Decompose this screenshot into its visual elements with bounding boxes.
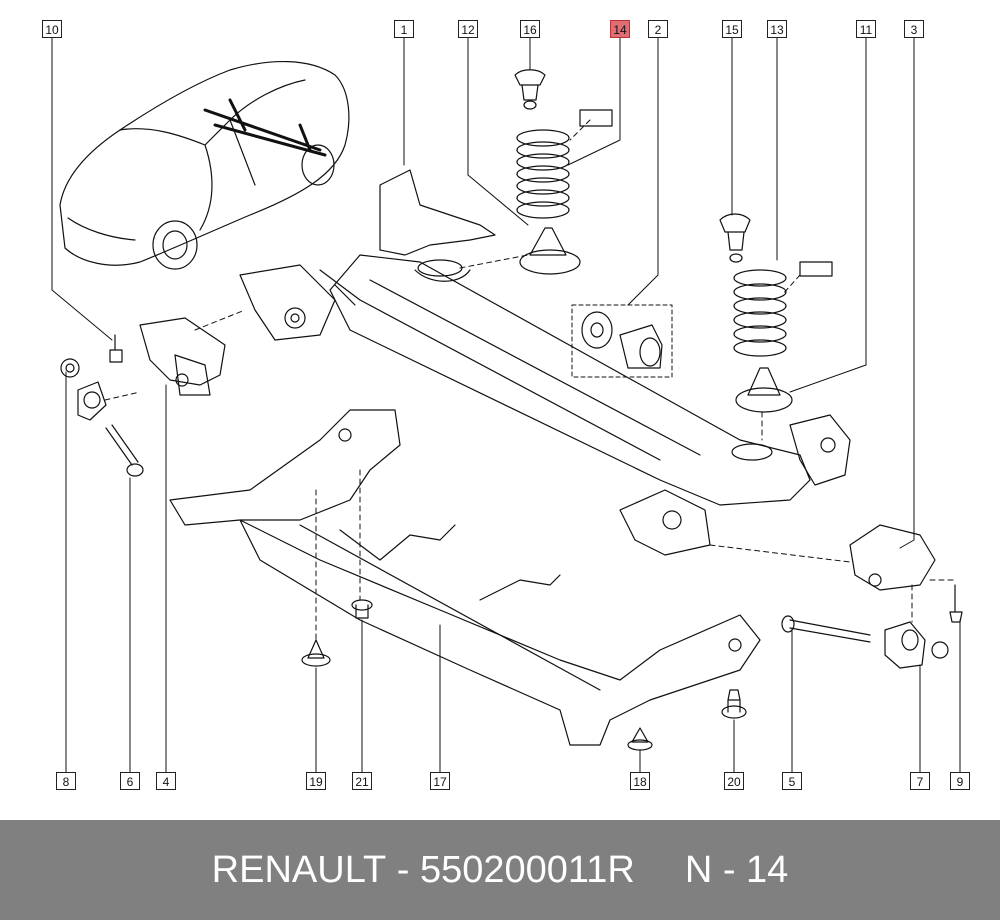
subframe: [169, 409, 761, 746]
rear-axle-beam: [239, 169, 851, 556]
left-spring-assembly: [514, 69, 613, 275]
bushing-set: [571, 304, 673, 378]
left-mount-bracket: [60, 317, 226, 477]
callout-19: 19: [306, 772, 326, 790]
footer-brand: RENAULT: [211, 848, 387, 891]
callout-3: 3: [904, 20, 924, 38]
callout-11: 11: [856, 20, 876, 38]
callout-5: 5: [782, 772, 802, 790]
footer-banner: RENAULT - 550200011R N - 14: [0, 820, 1000, 920]
callout-12: 12: [458, 20, 478, 38]
exploded-view-drawing: [51, 37, 963, 773]
callout-21: 21: [352, 772, 372, 790]
footer-ref-prefix: N -: [684, 848, 747, 891]
car-silhouette: [59, 60, 350, 270]
callout-14-highlighted: 14: [610, 20, 630, 38]
callout-18: 18: [630, 772, 650, 790]
callout-13: 13: [767, 20, 787, 38]
callout-20: 20: [724, 772, 744, 790]
right-mount-bracket: [781, 524, 963, 669]
callout-7: 7: [910, 772, 930, 790]
callout-10: 10: [42, 20, 62, 38]
callout-9: 9: [950, 772, 970, 790]
callout-6: 6: [120, 772, 140, 790]
callout-15: 15: [722, 20, 742, 38]
callout-1: 1: [394, 20, 414, 38]
callout-16: 16: [520, 20, 540, 38]
callout-4: 4: [156, 772, 176, 790]
callout-2: 2: [648, 20, 668, 38]
footer-separator: -: [386, 848, 420, 891]
leader-lines: [51, 37, 961, 773]
footer-part-number: 550200011R: [420, 848, 635, 891]
fasteners: [301, 599, 747, 751]
right-spring-assembly: [719, 213, 833, 413]
callout-8: 8: [56, 772, 76, 790]
parts-diagram: 10 1 12 16 14 2 15 13 11 3 8 6 4 19 21 1…: [42, 20, 970, 790]
callout-17: 17: [430, 772, 450, 790]
dashed-assembly-lines: [104, 119, 956, 641]
footer-ref-number: 14: [746, 848, 789, 891]
